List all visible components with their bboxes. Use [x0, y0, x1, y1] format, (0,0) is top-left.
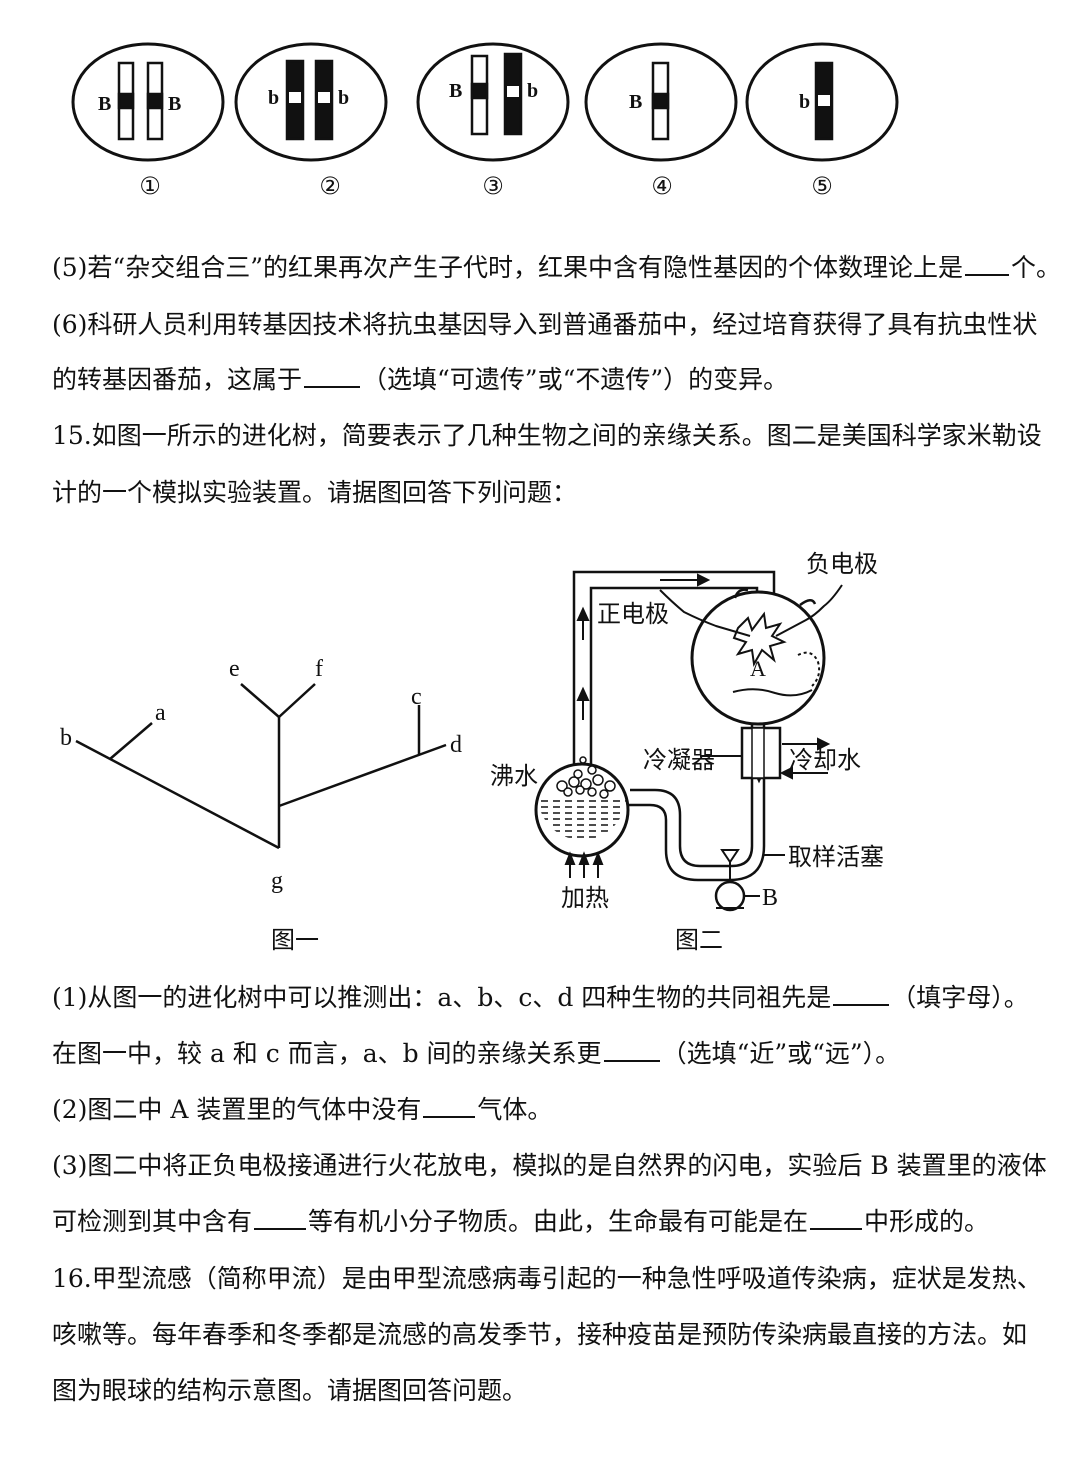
flask-b [714, 880, 746, 912]
miller-apparatus-figure: A 负电极 正电极 冷凝器 冷却水 沸水 加热 取样活塞 B 图二 [490, 550, 884, 954]
cell-3-number: ③ [482, 172, 504, 200]
cell-3-left-gene-label: B [449, 80, 462, 102]
positive-electrode-label: 正电极 [597, 600, 669, 628]
q15-intro-line-2: 计的一个模拟实验装置。请据图回答下列问题： [52, 477, 1040, 509]
heating-label: 加热 [561, 884, 609, 912]
cell-4-number: ④ [651, 172, 673, 200]
chromosome-cells-figure: B B b b B b B b ① ② ③ ④ ⑤ [71, 42, 899, 200]
condenser-label: 冷凝器 [643, 746, 715, 774]
cell-2-left-gene-label: b [268, 87, 279, 109]
answer-blank[interactable] [423, 1094, 476, 1118]
tree-label-b: b [60, 725, 72, 751]
cell-1-outline [71, 42, 225, 162]
negative-electrode-wire [775, 584, 843, 637]
cell-4-left-gene-label: B [629, 91, 642, 113]
sampling-stopcock[interactable] [720, 849, 740, 864]
q15-intro-text-2: 计的一个模拟实验装置。请据图回答下列问题： [52, 478, 578, 507]
tree-label-a: a [155, 700, 166, 726]
q15-3-text-2: 可检测到其中含有 [52, 1207, 253, 1236]
q14-6-text: (6)科研人员利用转基因技术将抗虫基因导入到普通番茄中，经过培育获得了具有抗虫性… [52, 310, 1038, 339]
q15-intro-text-1: 15.如图一所示的进化树，简要表示了几种生物之间的亲缘关系。图二是美国科学家米勒… [52, 421, 1042, 450]
q14-6-line-1: (6)科研人员利用转基因技术将抗虫基因导入到普通番茄中，经过培育获得了具有抗虫性… [52, 309, 1040, 341]
q15-3-tail: 中形成的。 [864, 1207, 990, 1236]
cell-5-chromosomes [814, 61, 834, 141]
evolution-tree-figure: a b c d e f g 图一 [60, 656, 462, 954]
cell-5-outline [745, 42, 899, 162]
bubbles [556, 756, 616, 799]
cell-1-number: ① [139, 172, 161, 200]
q14-5-line: (5)若“杂交组合三”的红果再次产生子代时，红果中含有隐性基因的个体数理论上是 个… [52, 252, 1061, 284]
cell-3-right-gene-label: b [527, 80, 538, 102]
q15-3-text: (3)图二中将正负电极接通进行火花放电，模拟的是自然界的闪电，实验后 B 装置里… [52, 1151, 1047, 1180]
answer-blank[interactable] [254, 1206, 307, 1230]
q15-2-text: (2)图二中 A 装置里的气体中没有 [52, 1095, 422, 1124]
q15-1-tail: （填字母）。 [891, 983, 1029, 1012]
q15-1-line-1: (1)从图一的进化树中可以推测出：a、b、c、d 四种生物的共同祖先是 （填字母）… [52, 982, 1040, 1014]
cell-3-chromosomes [470, 52, 523, 136]
cell-1-right-gene-label: B [168, 93, 181, 115]
stopcock-label: 取样活塞 [788, 843, 884, 871]
q14-6-text-3: （选填“可遗传”或“不遗传”）的变异。 [362, 365, 789, 394]
q15-1-tail-2: （选填“近”或“远”）。 [661, 1039, 901, 1068]
cell-1-left-gene-label: B [98, 93, 111, 115]
q15-1-text: (1)从图一的进化树中可以推测出：a、b、c、d 四种生物的共同祖先是 [52, 983, 832, 1012]
q14-5-tail: 个。 [1010, 253, 1061, 282]
q15-2-tail: 气体。 [477, 1095, 553, 1124]
q14-6-text-2: 的转基因番茄，这属于 [52, 365, 303, 394]
cell-2-number: ② [319, 172, 341, 200]
tree-label-d: d [450, 732, 462, 758]
q16-line-2: 咳嗽等。每年春季和冬季都是流感的高发季节，接种疫苗是预防传染病最直接的方法。如 [52, 1319, 1040, 1351]
chamber-a-label: A [750, 656, 766, 681]
answer-blank[interactable] [810, 1206, 863, 1230]
cell-3-outline [416, 42, 570, 162]
cooling-water-label: 冷却水 [789, 746, 861, 774]
figure2-caption: 图二 [675, 926, 723, 954]
q16-text-2: 咳嗽等。每年春季和冬季都是流感的高发季节，接种疫苗是预防传染病最直接的方法。如 [52, 1320, 1028, 1349]
tree-label-g: g [271, 868, 283, 894]
cooling-water-arrows [779, 737, 831, 780]
q15-intro-line-1: 15.如图一所示的进化树，简要表示了几种生物之间的亲缘关系。图二是美国科学家米勒… [52, 420, 1042, 452]
q16-text-3: 图为眼球的结构示意图。请据图回答问题。 [52, 1376, 528, 1405]
tree-label-e: e [229, 656, 240, 682]
cell-1-chromosomes [117, 61, 164, 141]
answer-blank[interactable] [603, 1038, 660, 1062]
answer-blank[interactable] [833, 982, 890, 1006]
q16-text-1: 16.甲型流感（简称甲流）是由甲型流感病毒引起的一种急性呼吸道传染病，症状是发热… [52, 1264, 1042, 1293]
tree-label-c: c [411, 684, 422, 710]
answer-blank[interactable] [304, 364, 361, 388]
answer-blank[interactable] [964, 252, 1009, 276]
q15-3-text-3: 等有机小分子物质。由此，生命最有可能是在 [308, 1207, 809, 1236]
q16-line-3: 图为眼球的结构示意图。请据图回答问题。 [52, 1375, 1040, 1407]
q15-3-line-2: 可检测到其中含有 等有机小分子物质。由此，生命最有可能是在 中形成的。 [52, 1206, 1040, 1238]
q15-2-line: (2)图二中 A 装置里的气体中没有 气体。 [52, 1094, 1040, 1126]
cell-2-outline [234, 42, 388, 162]
cell-5-number: ⑤ [811, 172, 833, 200]
figure1-caption: 图一 [271, 926, 319, 954]
cell-5-left-gene-label: b [799, 91, 810, 113]
cell-2-chromosomes [285, 59, 334, 141]
boiling-water-label: 沸水 [490, 762, 538, 790]
negative-electrode-label: 负电极 [806, 550, 878, 578]
flask-b-label: B [762, 885, 778, 911]
q15-1-text-2: 在图一中，较 a 和 c 而言，a、b 间的亲缘关系更 [52, 1039, 602, 1068]
q14-6-line-2: 的转基因番茄，这属于 （选填“可遗传”或“不遗传”）的变异。 [52, 364, 1040, 396]
heating-arrows [564, 851, 604, 878]
q14-5-text: (5)若“杂交组合三”的红果再次产生子代时，红果中含有隐性基因的个体数理论上是 [52, 253, 963, 282]
q15-3-line-1: (3)图二中将正负电极接通进行火花放电，模拟的是自然界的闪电，实验后 B 装置里… [52, 1150, 1047, 1182]
spark-icon [732, 611, 787, 668]
tree-label-f: f [315, 656, 323, 682]
q16-line-1: 16.甲型流感（简称甲流）是由甲型流感病毒引起的一种急性呼吸道传染病，症状是发热… [52, 1263, 1042, 1295]
q15-1-line-2: 在图一中，较 a 和 c 而言，a、b 间的亲缘关系更 （选填“近”或“远”）。 [52, 1038, 1040, 1070]
cell-4-chromosomes [651, 61, 670, 141]
cell-2-right-gene-label: b [338, 87, 349, 109]
cell-4-outline [584, 42, 738, 162]
evolution-tree-branches [75, 683, 447, 850]
positive-electrode-wire [659, 589, 751, 637]
